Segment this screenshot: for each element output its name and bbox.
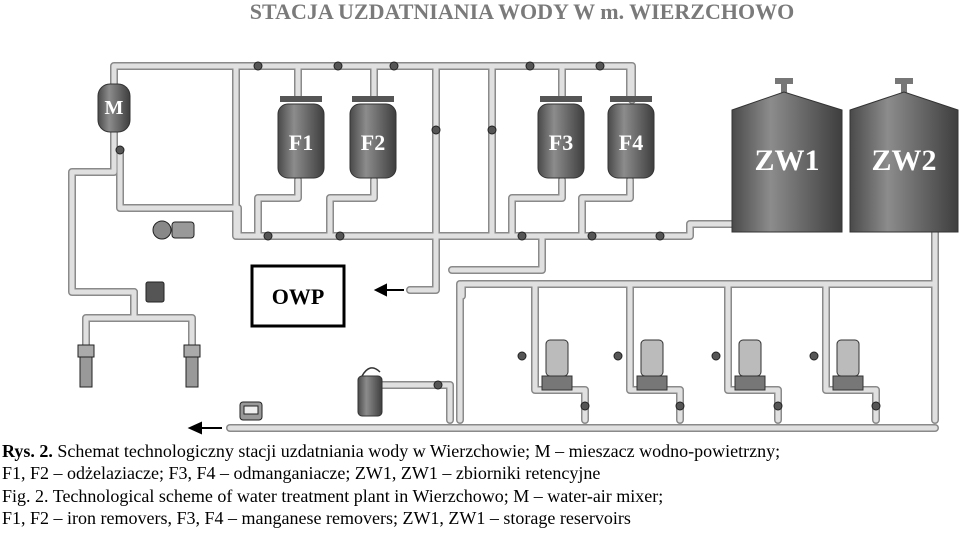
owp-label: OWP <box>272 284 325 309</box>
valve-icon <box>115 145 125 155</box>
valve-icon <box>613 351 623 361</box>
filter-f2: F2 <box>349 96 397 179</box>
valve-icon <box>389 61 399 71</box>
caption-en-line1: Technological scheme of water treatment … <box>52 486 664 506</box>
caption-pl-line1: Schemat technologiczny stacji uzdatniani… <box>57 441 781 461</box>
water-treatment-scheme: STACJA UZDATNIANIA WODY W m. WIERZCHOWO <box>68 0 959 435</box>
reservoir-zw2-label: ZW2 <box>871 144 936 177</box>
filter-f3-label: F3 <box>549 130 573 155</box>
filter-f2-label: F2 <box>361 130 385 155</box>
valve-icon <box>809 351 819 361</box>
mixer-label: M <box>105 97 124 119</box>
filter-f1: F1 <box>277 96 325 179</box>
filter-f3: F3 <box>537 96 585 179</box>
arrow-to-owp-icon <box>373 283 404 297</box>
filter-f4: F4 <box>607 96 655 179</box>
valve-icon <box>580 401 590 411</box>
filter-f1-label: F1 <box>289 130 313 155</box>
pump-icon <box>832 339 864 391</box>
reservoir-zw1: ZW1 <box>731 78 843 233</box>
valve-icon <box>525 61 535 71</box>
flow-meter-icon <box>239 401 263 421</box>
well-pump-right <box>183 344 201 388</box>
valve-icon <box>263 231 273 241</box>
valve-icon <box>487 125 497 135</box>
caption-en-line2: F1, F2 – iron removers, F3, F4 – mangane… <box>2 508 631 528</box>
pump-icon <box>734 339 766 391</box>
hydrophore-icon <box>145 281 165 303</box>
owp-box: OWP <box>250 264 346 328</box>
filter-f4-label: F4 <box>619 130 643 155</box>
valve-icon <box>871 401 881 411</box>
valve-icon <box>335 231 345 241</box>
reservoir-zw1-label: ZW1 <box>754 144 819 177</box>
valve-icon <box>517 351 527 361</box>
valve-icon <box>773 401 783 411</box>
reservoir-zw2: ZW2 <box>849 78 959 233</box>
valve-icon <box>253 61 263 71</box>
diagram-title: STACJA UZDATNIANIA WODY W m. WIERZCHOWO <box>250 0 794 24</box>
valves <box>115 61 881 411</box>
valve-icon <box>517 231 527 241</box>
caption-pl-line2: F1, F2 – odżelaziacze; F3, F4 – odmangan… <box>2 463 601 483</box>
valve-icon <box>595 61 605 71</box>
caption-english: Fig. 2. Technological scheme of water tr… <box>2 485 958 529</box>
valve-icon <box>655 231 665 241</box>
valve-icon <box>675 401 685 411</box>
blower-icon <box>152 220 195 240</box>
mixer-vessel: M <box>97 83 131 133</box>
valve-icon <box>433 380 443 390</box>
caption-en-prefix: Fig. 2. <box>2 486 49 506</box>
valve-icon <box>333 61 343 71</box>
pump-group <box>541 339 864 391</box>
caption-polish: Rys. 2. Schemat technologiczny stacji uz… <box>2 440 958 484</box>
valve-icon <box>711 351 721 361</box>
caption-pl-prefix: Rys. 2. <box>2 441 53 461</box>
pump-icon <box>636 339 668 391</box>
pressure-tank-icon <box>357 367 383 417</box>
arrow-outlet-icon <box>187 421 222 435</box>
valve-icon <box>431 125 441 135</box>
well-pump-left <box>77 344 95 388</box>
valve-icon <box>587 231 597 241</box>
pump-icon <box>541 339 573 391</box>
